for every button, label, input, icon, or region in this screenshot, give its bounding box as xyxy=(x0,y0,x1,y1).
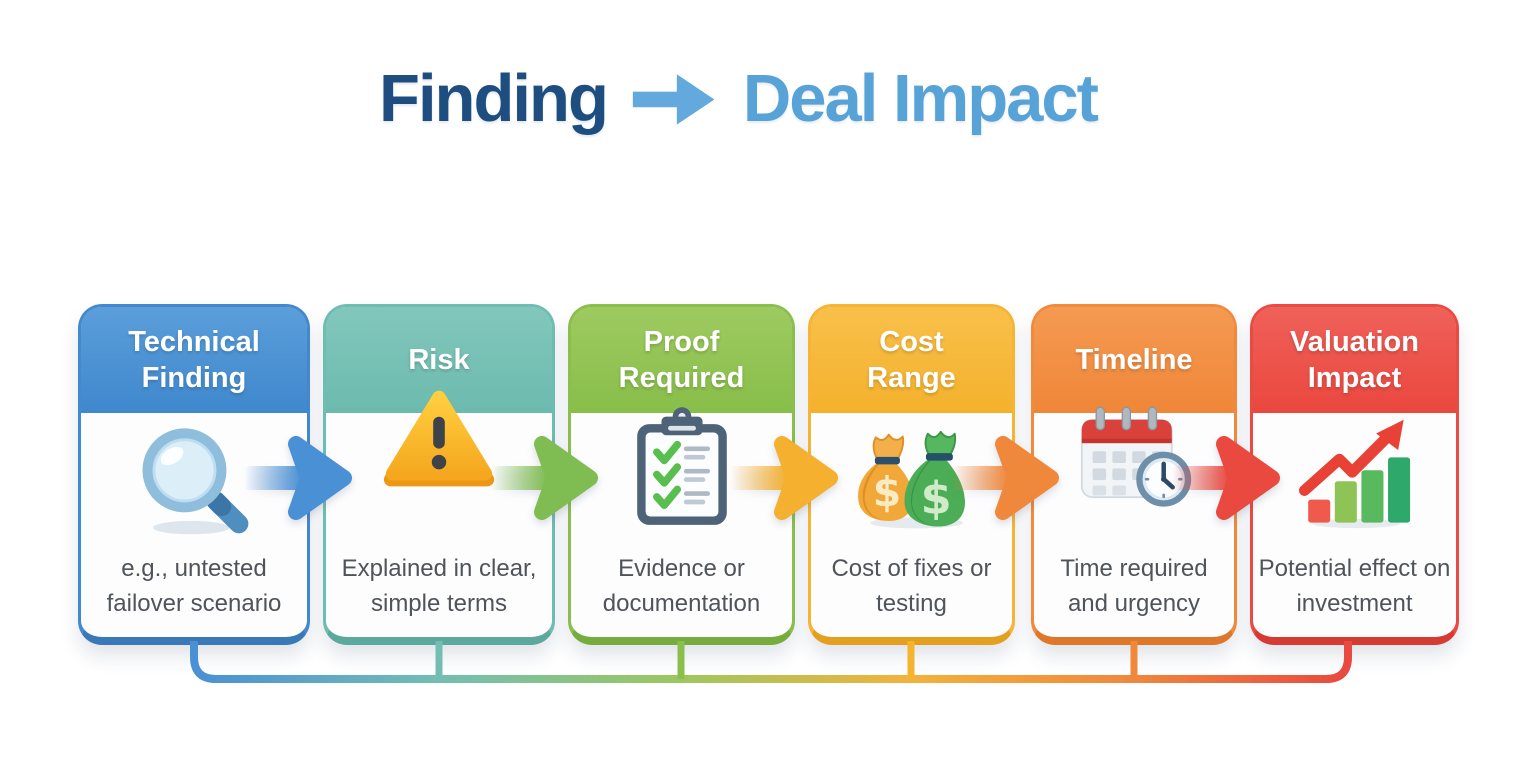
card-header: Timeline xyxy=(1034,307,1234,413)
flow-arrow-amber-icon xyxy=(730,436,838,520)
card-description: e.g., untested failover scenario xyxy=(106,555,282,617)
warning-triangle-icon xyxy=(326,390,552,541)
card-header: Risk xyxy=(326,307,552,413)
title-finding: Finding xyxy=(379,61,609,136)
card-proof-required: Proof Required Evidence or documentation xyxy=(568,304,795,645)
card-description: Explained in clear, simple terms xyxy=(341,555,537,617)
flow-arrow-red-icon xyxy=(1172,436,1280,520)
flow-arrow-blue-icon xyxy=(244,436,352,520)
title-arrow-right-icon xyxy=(632,73,715,125)
connector-rail xyxy=(190,641,1352,683)
card-valuation-impact: Valuation Impact Potential effect on inv… xyxy=(1250,304,1459,645)
title-deal-impact: Deal Impact xyxy=(742,61,1099,136)
card-risk: Risk Explained in clear, simple terms xyxy=(323,304,555,645)
svg-text:$: $ xyxy=(872,468,900,516)
card-header: Technical Finding xyxy=(81,307,307,413)
money-bags-icon: $ $ xyxy=(811,413,1012,541)
svg-text:$: $ xyxy=(920,473,951,525)
flow-arrow-green-icon xyxy=(490,436,598,520)
card-header: Cost Range xyxy=(811,307,1012,413)
flow-arrow-orange-icon xyxy=(951,436,1059,520)
card-header: Valuation Impact xyxy=(1253,307,1456,413)
card-header: Proof Required xyxy=(571,307,792,413)
card-description: Time required and urgency xyxy=(1060,555,1208,617)
rising-bar-chart-icon xyxy=(1253,413,1456,541)
magnifying-glass-icon xyxy=(81,413,307,541)
card-description: Evidence or documentation xyxy=(602,555,761,617)
checklist-clipboard-icon xyxy=(571,407,792,541)
card-description: Cost of fixes or testing xyxy=(831,555,992,617)
card-description: Potential effect on investment xyxy=(1258,555,1451,617)
page-title: Finding Deal Impact xyxy=(0,60,1506,137)
